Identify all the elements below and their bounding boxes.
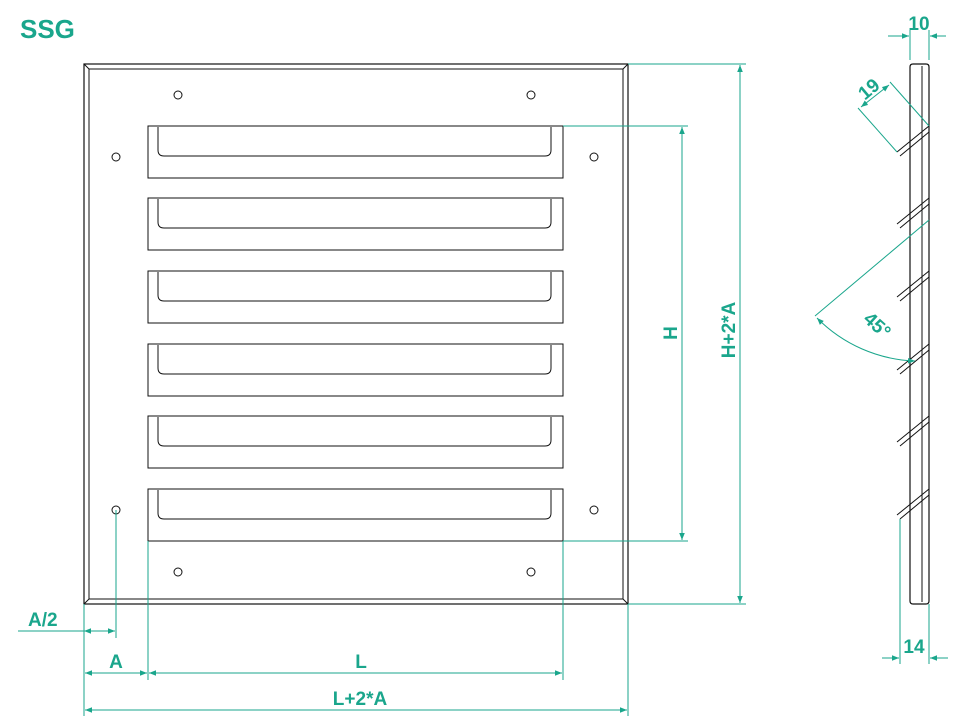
louvre-slot	[147, 343, 564, 397]
blade	[896, 197, 930, 229]
louvre-slot	[147, 415, 564, 469]
depth-top-label: 10	[908, 14, 929, 35]
drawing-title: SSG	[20, 14, 75, 44]
offset-label: A	[109, 652, 123, 673]
blade-width-label: 19	[855, 75, 885, 105]
angle-label: 45°	[859, 308, 894, 343]
mounting-hole	[589, 152, 599, 162]
blade	[896, 125, 930, 157]
blade	[896, 488, 930, 520]
mounting-hole	[589, 505, 599, 515]
mounting-hole	[111, 152, 121, 162]
outer-frame	[83, 63, 629, 605]
side-view	[896, 63, 930, 605]
front-view	[83, 63, 629, 605]
depth-bottom-dimension: 14	[882, 519, 948, 664]
inner-frame	[88, 68, 624, 600]
overall-height-dimension: H+2*A	[628, 63, 746, 605]
length-dimension: A L	[83, 541, 629, 716]
half-offset-dimension: A/2	[18, 510, 117, 638]
mounting-hole	[173, 567, 183, 577]
overall-height-label: H+2*A	[719, 301, 740, 358]
louvre-slot	[147, 125, 564, 179]
overall-length-dimension: L+2*A	[85, 689, 627, 713]
mounting-hole	[173, 90, 183, 100]
height-label: H	[661, 326, 682, 340]
depth-bottom-label: 14	[903, 637, 925, 658]
blade	[896, 415, 930, 447]
depth-top-dimension: 10	[888, 14, 946, 60]
louvre-slot	[147, 270, 564, 324]
height-dimension: H	[563, 125, 688, 542]
louvre-slot	[147, 197, 564, 251]
length-label: L	[355, 652, 367, 673]
mounting-hole	[526, 90, 536, 100]
half-offset-label: A/2	[28, 610, 58, 631]
mounting-hole	[526, 567, 536, 577]
blade	[896, 270, 930, 302]
overall-length-label: L+2*A	[333, 689, 388, 710]
louvre-slot	[147, 488, 564, 542]
